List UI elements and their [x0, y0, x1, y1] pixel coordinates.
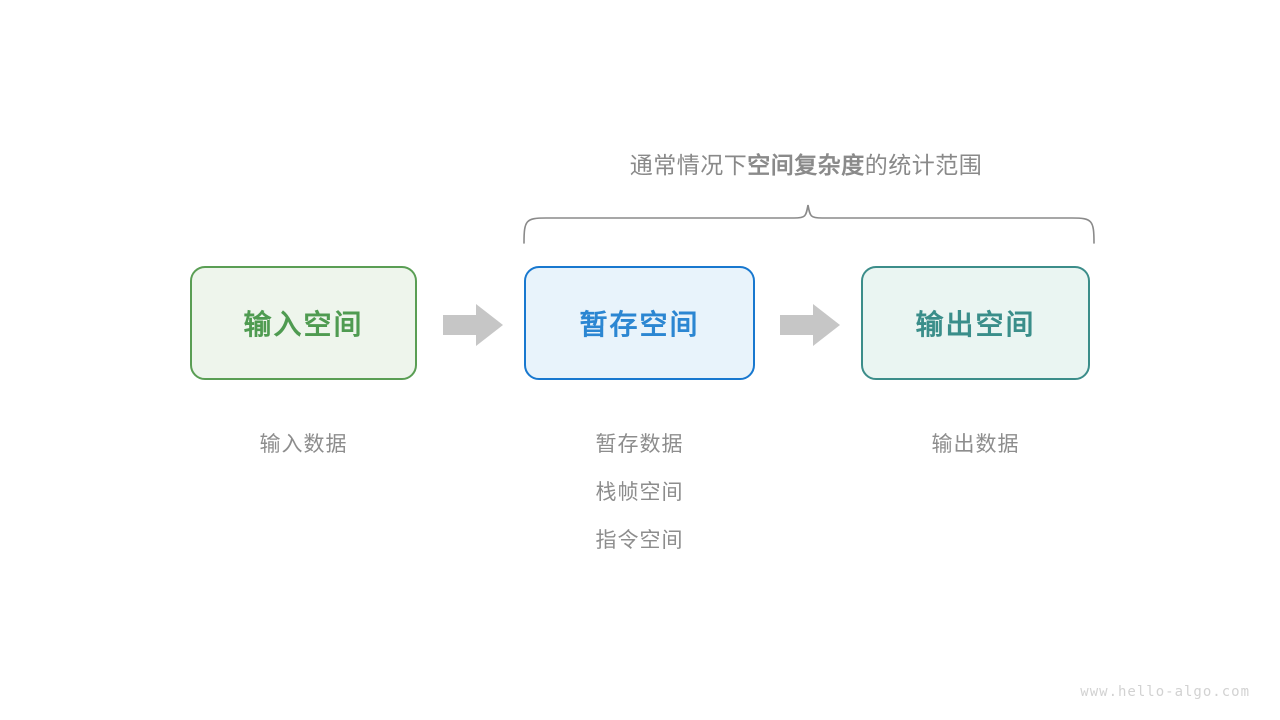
scope-caption-emphasis: 空间复杂度	[747, 152, 865, 178]
scope-brace	[510, 196, 1110, 254]
box-input-space-label: 输入空间	[243, 309, 364, 340]
list-item: 暂存数据	[595, 433, 684, 456]
scope-caption: 通常情况下空间复杂度的统计范围	[0, 146, 1280, 180]
list-item: 输出数据	[931, 433, 1020, 456]
arrow-right-icon-temp-to-output	[780, 304, 840, 346]
scope-caption-prefix: 通常情况下	[629, 152, 748, 178]
box-temp-space[interactable]: 暂存空间	[524, 266, 755, 380]
list-item: 指令空间	[595, 529, 684, 552]
box-input-space[interactable]: 输入空间	[190, 266, 417, 380]
list-item: 栈帧空间	[595, 481, 684, 504]
output-space-items: 输出数据	[861, 421, 1090, 469]
watermark: www.hello-algo.com	[1080, 684, 1250, 700]
scope-caption-suffix: 的统计范围	[864, 152, 983, 178]
box-output-space[interactable]: 输出空间	[861, 266, 1090, 380]
temp-space-items: 暂存数据 栈帧空间 指令空间	[524, 421, 755, 565]
arrow-right-icon-input-to-temp	[443, 304, 503, 346]
box-temp-space-label: 暂存空间	[579, 309, 700, 340]
list-item: 输入数据	[259, 433, 348, 456]
input-space-items: 输入数据	[190, 421, 417, 469]
box-output-space-label: 输出空间	[915, 309, 1036, 340]
